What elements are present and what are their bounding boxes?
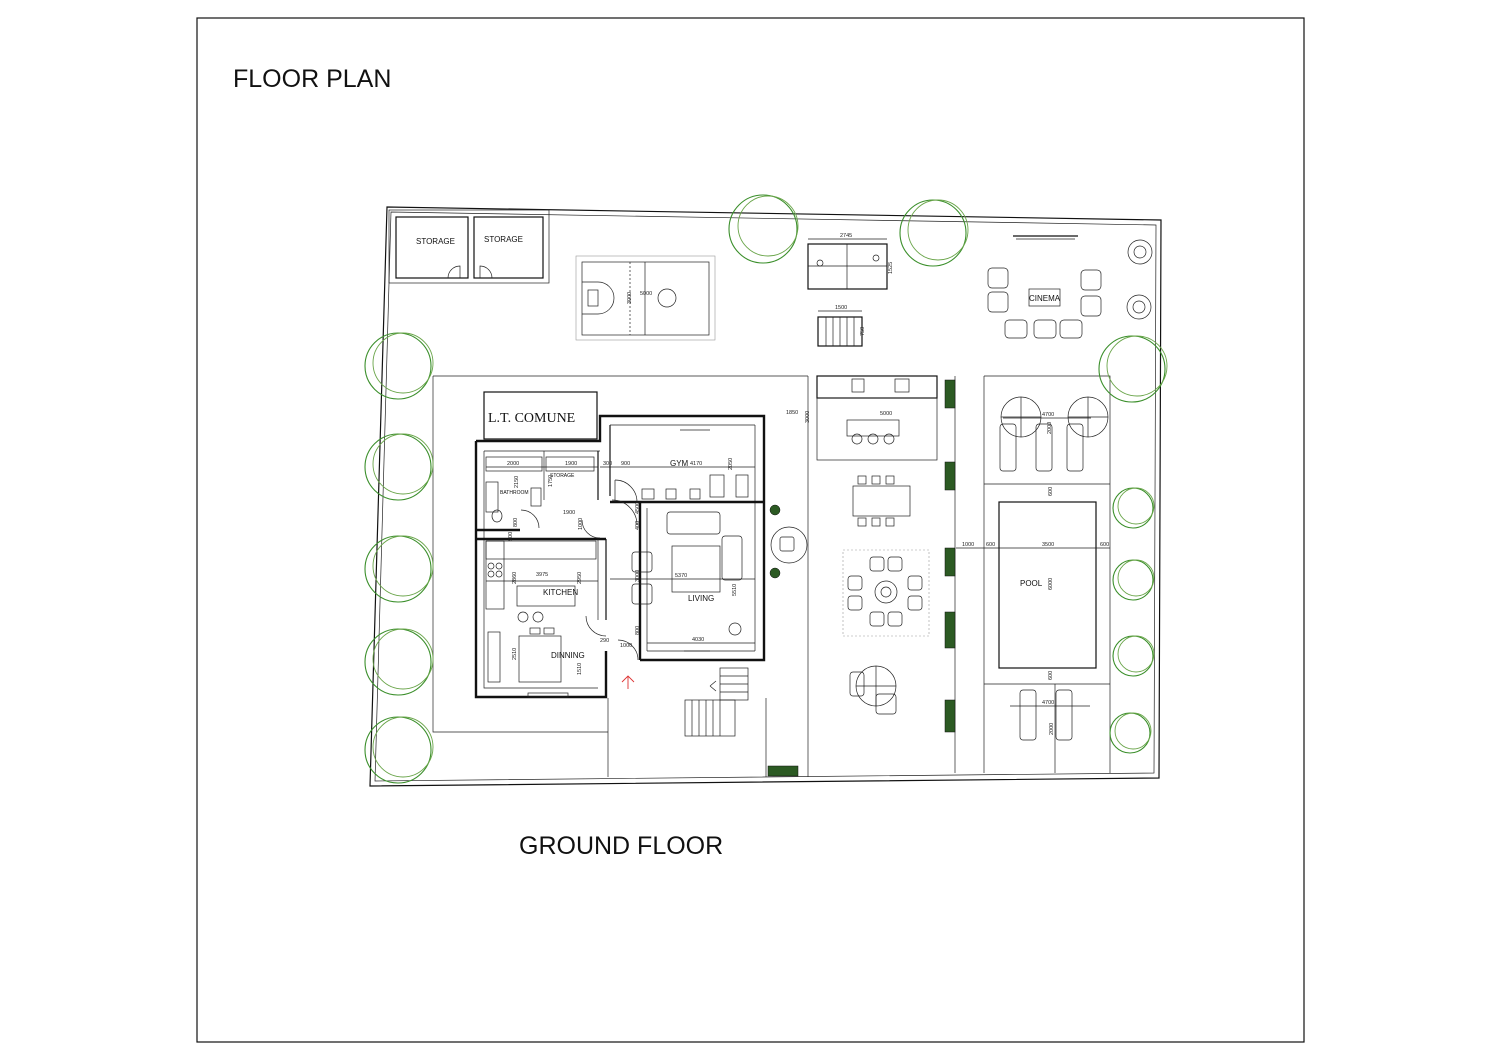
outdoor-lounge <box>842 549 930 637</box>
dim-living-side: 3000 <box>635 570 641 582</box>
pool-width-dim: 3500 <box>1042 542 1054 548</box>
dim-dinning-depth: 2510 <box>512 648 518 660</box>
storage-label-2: STORAGE <box>484 235 523 244</box>
living-label: LIVING <box>688 594 714 603</box>
sun-loungers-bottom: 4700 2000 <box>1010 689 1090 741</box>
table-tennis: 2745 1525 <box>807 233 894 290</box>
house-doors <box>520 479 639 661</box>
dinning-label: DINNING <box>551 651 585 660</box>
pool-length-dim: 6000 <box>1048 578 1054 590</box>
dim-living-door: 800 <box>635 626 641 635</box>
pool-margin-left-dim: 600 <box>986 542 995 548</box>
dim-entry-300: 300 <box>603 461 612 467</box>
outdoor-bar: 1850 5000 3000 <box>786 375 938 461</box>
cinema-label: CINEMA <box>1029 294 1061 303</box>
house-fixtures: GYM STORAGE BATHROOM KITCHEN LIVING DINN… <box>485 429 749 698</box>
bar-depth-dim: 3000 <box>805 411 811 423</box>
pool-margin-bottom-dim: 600 <box>1048 671 1054 680</box>
dim-door-800: 800 <box>513 518 519 527</box>
small-storage-label: STORAGE <box>550 473 575 479</box>
lt-comune-box: L.T. COMUNE <box>483 391 598 440</box>
umbrella-seating <box>849 665 897 715</box>
tt-width-dim: 1525 <box>888 262 894 274</box>
lounger-top-depth-dim: 2000 <box>1047 422 1053 434</box>
house-plot <box>432 375 1111 777</box>
court-width-dim: 3000 <box>627 292 633 304</box>
pool-side-left-dim: 1000 <box>962 542 974 548</box>
dim-living-depth: 5510 <box>732 584 738 596</box>
kitchen-label: KITCHEN <box>543 588 578 597</box>
bar-offset-dim: 1850 <box>786 410 798 416</box>
sheet-title: FLOOR PLAN <box>233 65 391 93</box>
interior-dimensions: 2000 1900 1750 2150 1900 1000 800 900 39… <box>486 458 755 675</box>
tree-icon <box>364 194 1168 784</box>
foosball-table: 1500 750 <box>817 305 866 347</box>
gym-label: GYM <box>670 459 689 468</box>
dim-corridor-depth: 1000 <box>578 518 584 530</box>
tt-length-dim: 2745 <box>840 233 852 239</box>
sun-loungers-top: 4700 2000 <box>999 396 1109 472</box>
dim-bath-width: 2000 <box>507 461 519 467</box>
outdoor-dining-table <box>852 475 911 527</box>
cinema-area: CINEMA <box>987 235 1102 339</box>
dim-gym-width: 4170 <box>690 461 702 467</box>
lounger-bottom-span-dim: 4700 <box>1042 700 1054 706</box>
flower-plant-icon <box>1126 239 1153 320</box>
lounger-bottom-depth-dim: 2000 <box>1049 723 1055 735</box>
dim-door-900: 900 <box>508 532 514 541</box>
dim-living-width: 5370 <box>675 573 687 579</box>
dim-corridor-width: 1900 <box>563 510 575 516</box>
pool-margin-top-dim: 600 <box>1048 487 1054 496</box>
foosball-width-dim: 750 <box>860 327 866 336</box>
entry-arrow-icon <box>621 675 635 689</box>
dim-living-bottom: 4030 <box>692 637 704 643</box>
dim-living-wall-a: 4500 <box>635 502 641 514</box>
dim-gym-depth: 2050 <box>728 458 734 470</box>
staircase <box>684 667 749 737</box>
lounger-top-span-dim: 4700 <box>1042 412 1054 418</box>
dim-storage-depth: 1750 <box>548 475 554 487</box>
dim-kitchen-depth: 2860 <box>512 572 518 584</box>
bathroom-label: BATHROOM <box>500 490 529 496</box>
court-length-dim: 5000 <box>640 291 652 297</box>
lt-comune-label: L.T. COMUNE <box>488 411 575 426</box>
dim-kitchen-width: 3975 <box>536 572 548 578</box>
dim-kitchen-depth-b: 2950 <box>577 572 583 584</box>
pool-label: POOL <box>1020 579 1043 588</box>
storage-label-1: STORAGE <box>416 237 455 246</box>
pool-margin-right-dim: 600 <box>1100 542 1109 548</box>
dim-entry-900: 900 <box>621 461 630 467</box>
basketball-court: 5000 3000 <box>575 255 716 341</box>
dim-entry-door: 1000 <box>620 643 632 649</box>
dim-storage-width: 1900 <box>565 461 577 467</box>
potted-plant-icon <box>767 379 956 777</box>
dim-living-wall-b: 400 <box>635 521 641 530</box>
sheet-subtitle: GROUND FLOOR <box>519 832 723 860</box>
dim-bath-depth: 2150 <box>514 476 520 488</box>
foosball-length-dim: 1500 <box>835 305 847 311</box>
bar-length-dim: 5000 <box>880 411 892 417</box>
dim-dinning-depth-b: 1510 <box>577 663 583 675</box>
pool: 1000 600 3500 600 600 6000 600 POOL <box>956 487 1110 680</box>
sheet-border <box>196 17 1305 1043</box>
storage-block: STORAGE STORAGE <box>388 209 550 284</box>
dim-entry-small: 290 <box>600 638 609 644</box>
